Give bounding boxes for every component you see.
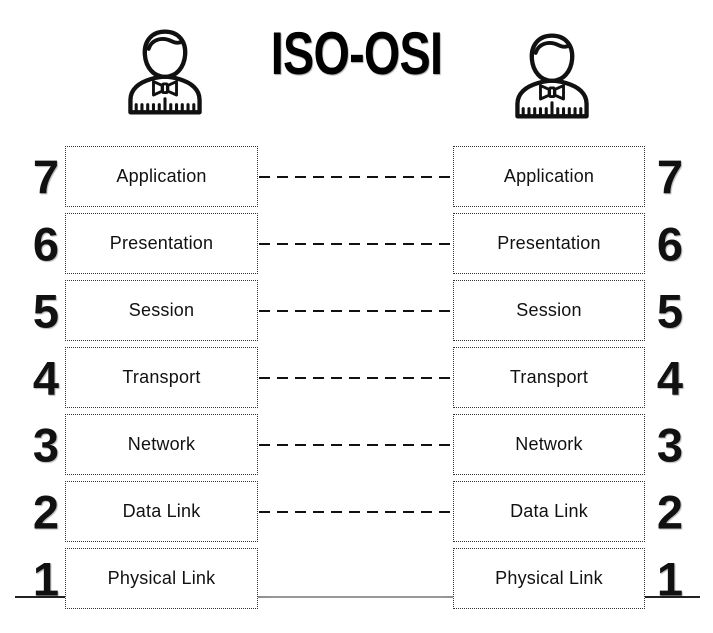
layer-number-right: 4 [656,351,684,404]
layer-box-right: Session [453,280,645,341]
layer-number-right: 5 [656,284,684,337]
layer-number-right: 7 [656,150,684,203]
layer-box-left: Application [65,146,258,207]
layer-box-right: Network [453,414,645,475]
layer-connector-line [259,309,453,312]
layer-label: Physical Link [107,568,216,588]
layer-label: Presentation [497,233,601,253]
layer-rows: 7 Application Application 7 6 Presentati… [0,146,713,615]
layer-number-left: 2 [32,485,60,538]
layer-number-right: 2 [656,485,684,538]
layer-row-transport: 4 Transport Transport 4 [0,347,713,408]
diagram-title: ISO-OSI [270,20,443,87]
layer-connector-line [259,242,453,245]
layer-label: Transport [122,367,201,387]
layer-box-left: Network [65,414,258,475]
layer-number-left: 3 [32,418,60,471]
layer-box-left: Physical Link [65,548,258,609]
layer-label: Session [516,300,582,320]
layer-label: Session [128,300,195,320]
layer-connector-line [259,175,453,178]
layer-number-right: 6 [656,217,684,270]
layer-number-left: 1 [32,552,60,605]
layer-connector-line [259,376,453,379]
layer-connector-line [259,510,453,513]
layer-box-right: Transport [453,347,645,408]
layer-box-left: Presentation [65,213,258,274]
layer-box-left: Transport [65,347,258,408]
layer-label: Network [127,434,196,454]
layer-number-left: 5 [32,284,60,337]
person-icon-right [504,24,600,126]
layer-box-right: Presentation [453,213,645,274]
layer-label: Transport [509,367,589,387]
layer-label: Data Link [122,501,201,521]
layer-connector-line [259,443,453,446]
layer-row-presentation: 6 Presentation Presentation 6 [0,213,713,274]
layer-row-network: 3 Network Network 3 [0,414,713,475]
layer-label: Physical Link [495,568,603,588]
layer-row-session: 5 Session Session 5 [0,280,713,341]
layer-label: Network [515,434,583,454]
layer-box-left: Data Link [65,481,258,542]
layer-row-physical-link: 1 Physical Link Physical Link 1 [0,548,713,609]
layer-label: Application [503,166,595,186]
layer-box-right: Data Link [453,481,645,542]
layer-row-data-link: 2 Data Link Data Link 2 [0,481,713,542]
layer-number-right: 3 [656,418,684,471]
layer-label: Application [116,166,207,186]
physical-medium-line [15,596,700,598]
layer-box-right: Physical Link [453,548,645,609]
layer-number-left: 6 [32,217,60,270]
layer-number-left: 4 [32,351,60,404]
layer-label: Data Link [510,501,588,521]
layer-label: Presentation [109,233,214,253]
layer-row-application: 7 Application Application 7 [0,146,713,207]
layer-box-left: Session [65,280,258,341]
layer-number-left: 7 [32,150,60,203]
layer-box-right: Application [453,146,645,207]
layer-number-right: 1 [656,552,684,605]
